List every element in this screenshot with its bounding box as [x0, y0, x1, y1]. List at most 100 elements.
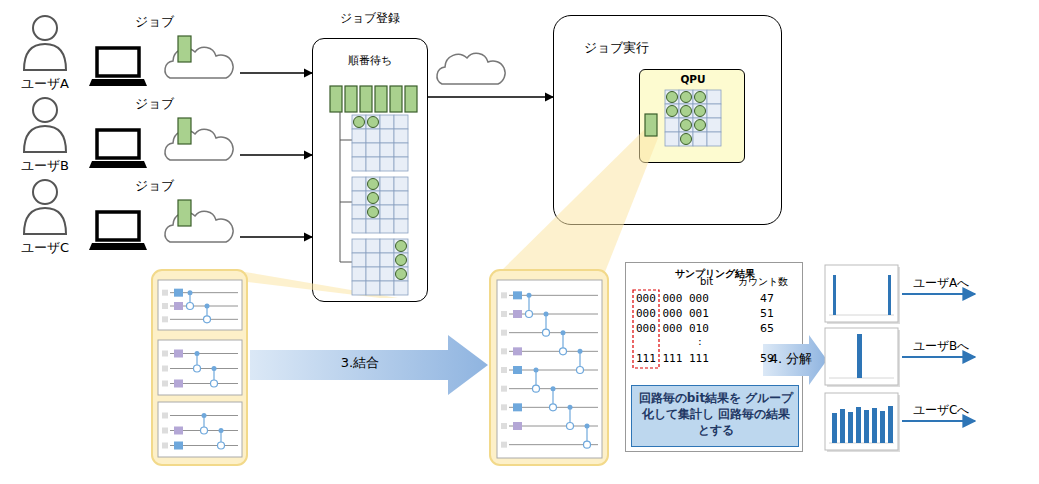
circuit-image: [158, 280, 242, 330]
laptop-base: [89, 243, 147, 250]
gate-box: [174, 302, 183, 310]
target-dot: [543, 329, 550, 336]
queued-job: [405, 86, 417, 112]
note-box: 回路毎のbit結果を グループ化して集計し 回路毎の結果とする: [631, 385, 799, 447]
control-dot: [568, 405, 573, 410]
histogram-bar: [880, 411, 885, 443]
qubit-cell: [380, 267, 394, 281]
wire-tag: [501, 442, 507, 448]
cnot-line: [569, 407, 570, 426]
target-dot: [533, 385, 540, 392]
qubit-wire: [509, 444, 598, 445]
cnot-line: [213, 369, 214, 384]
control-dot: [544, 312, 549, 317]
wire-tag: [501, 386, 507, 392]
qubit-wire: [170, 306, 238, 307]
qubit-cell: [394, 239, 408, 253]
wire-tag: [501, 367, 507, 373]
qubit-wire: [170, 319, 238, 320]
qubit-cell: [380, 239, 394, 253]
tree-bracket: [340, 112, 352, 262]
control-dot: [561, 330, 566, 335]
qubit-cell: [352, 191, 366, 205]
wire-tag: [501, 292, 507, 298]
cnot-line: [189, 293, 190, 306]
qubit-used: [368, 207, 379, 218]
queued-job: [345, 86, 357, 112]
flow-arrow: [240, 154, 312, 155]
shadow: [827, 267, 900, 324]
shadow: [827, 395, 900, 452]
queue-box-border: [312, 38, 428, 302]
target-dot: [187, 303, 194, 310]
qubit-cell: [352, 205, 366, 219]
queued-job: [360, 86, 372, 112]
qubit-cell: [366, 281, 380, 295]
qubit-used: [368, 193, 379, 204]
qubit-wire: [509, 370, 598, 371]
qubit-wire: [170, 445, 238, 446]
laptop-base: [89, 161, 147, 168]
qubit-cell: [366, 129, 380, 143]
circuit-image: [158, 402, 242, 457]
count-value: 65: [760, 322, 774, 335]
qubit-cell: [366, 143, 380, 157]
qubit-cell: [352, 143, 366, 157]
gate-box: [174, 350, 183, 358]
target-dot: [201, 427, 208, 434]
cnot-line: [562, 333, 563, 352]
person-head: [33, 180, 57, 204]
qubit-cell: [394, 267, 408, 281]
target-dot: [550, 404, 557, 411]
flow-arrow: [240, 236, 312, 237]
qubit-cell: [394, 177, 408, 191]
qubit-cell: [380, 281, 394, 295]
wire-tag: [501, 330, 507, 336]
qubit-cell: [380, 253, 394, 267]
person-body: [24, 126, 66, 152]
qubit-wire: [509, 351, 598, 352]
axis: [829, 378, 894, 379]
qubit-cell: [366, 205, 380, 219]
qubit-cell: [366, 219, 380, 233]
qubit-wire: [170, 415, 238, 416]
target-dot: [577, 367, 584, 374]
target-dot: [560, 348, 567, 355]
gate-box: [174, 442, 183, 450]
qubit-cell: [380, 219, 394, 233]
cnot-line: [545, 314, 546, 333]
histogram-frame: [825, 328, 898, 385]
qubit-wire: [170, 368, 238, 369]
histogram-bar: [872, 408, 877, 443]
bit-string: 111 111 111: [636, 352, 709, 365]
wire-tag: [501, 348, 507, 354]
qubit-used: [396, 241, 407, 252]
cnot-line: [579, 351, 580, 370]
wire-tag: [501, 423, 507, 429]
person-head: [33, 98, 57, 122]
histogram-bar: [840, 409, 845, 443]
job-label: ジョブ: [135, 178, 174, 194]
wire-tag: [162, 413, 168, 419]
qubit-cell: [394, 191, 408, 205]
queued-job: [330, 86, 342, 112]
user-group: ユーザBジョブ: [15, 92, 240, 174]
person-body: [24, 44, 66, 70]
histogram-bar: [857, 334, 862, 378]
qubit-used: [354, 117, 365, 128]
qubit-wire: [509, 407, 598, 408]
qubit-cell: [352, 157, 366, 171]
qubit-cell: [352, 253, 366, 267]
job-execution-box: ジョブ実行QPU: [553, 15, 782, 225]
control-dot: [205, 304, 210, 309]
shadow: [827, 330, 900, 387]
qubit-cell: [366, 239, 380, 253]
qubit-cell: [352, 281, 366, 295]
histogram-frame: [825, 265, 898, 322]
control-dot: [195, 351, 200, 356]
job-registration-box: ジョブ登録順番待ち: [312, 12, 428, 302]
cnot-line: [203, 416, 204, 431]
box-heading: ジョブ実行: [584, 40, 649, 56]
cloud-icon: [165, 47, 233, 78]
